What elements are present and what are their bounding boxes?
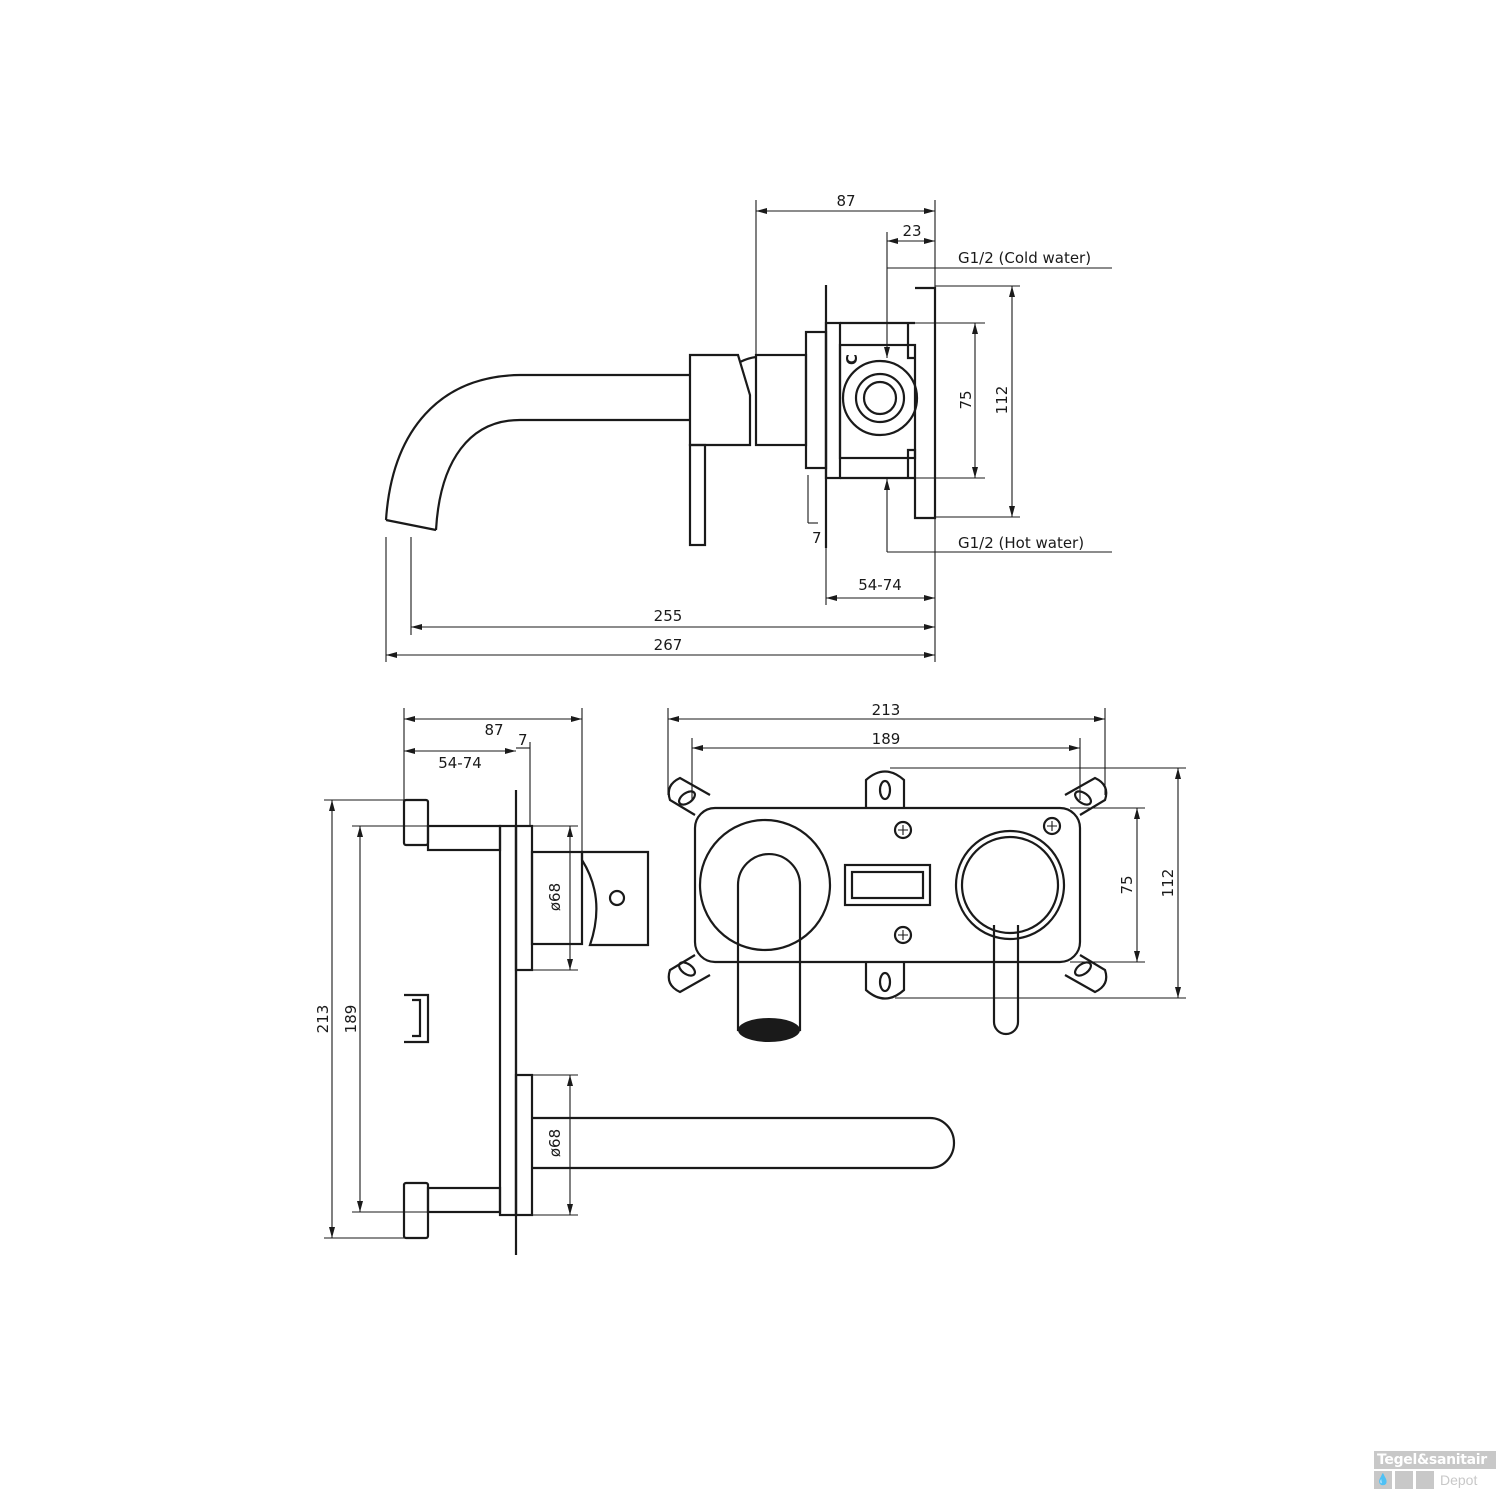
mounting-lugs [667, 770, 1108, 1000]
rosette-diameter-lower: ø68 [546, 1129, 564, 1157]
logo-square [1416, 1471, 1434, 1489]
dim-overall: 267 [654, 636, 683, 654]
plan-dim-overall: 213 [314, 1005, 332, 1034]
dim-depth: 87 [836, 192, 855, 210]
cold-water-label: G1/2 (Cold water) [958, 249, 1091, 267]
dim-wall: 54-74 [858, 576, 902, 594]
front-view: 213 189 75 112 [667, 701, 1186, 1042]
front-dim-height: 112 [1159, 869, 1177, 898]
logo-line2: Depot [1440, 1472, 1478, 1488]
dim-height: 112 [993, 386, 1011, 415]
front-dim-inner-height: 75 [1118, 875, 1136, 894]
hot-water-label: G1/2 (Hot water) [958, 534, 1084, 552]
mounting-plate [693, 806, 1082, 964]
cold-marker: C [843, 354, 861, 365]
rosette-diameter-upper: ø68 [546, 883, 564, 911]
plan-dim-plate: 7 [518, 731, 528, 749]
spout [384, 373, 690, 532]
logo-square [1395, 1471, 1413, 1489]
front-dim-inner-width: 189 [872, 730, 901, 748]
side-view: C 87 23 G1/2 (Cold water) G1/2 (Hot wate… [384, 192, 1112, 662]
plan-dim-wall: 54-74 [438, 754, 482, 772]
screws [893, 816, 1062, 945]
logo-line1: Tegel&sanitair [1374, 1451, 1496, 1469]
brand-logo: Tegel&sanitair 💧 Depot [1374, 1451, 1496, 1489]
side-view-dimensions: 87 23 G1/2 (Cold water) G1/2 (Hot water)… [385, 192, 1112, 662]
plan-dim-depth: 87 [484, 721, 503, 739]
dim-plate: 7 [812, 529, 822, 547]
drop-icon: 💧 [1374, 1471, 1392, 1489]
dim-projection: 255 [654, 607, 683, 625]
plan-view: ø68 ø68 87 7 54-74 213 189 [314, 708, 956, 1255]
dim-inlet-offset: 23 [902, 222, 921, 240]
handle-body [688, 285, 828, 548]
plan-dim-inner: 189 [342, 1005, 360, 1034]
dim-inlet-spacing: 75 [957, 390, 975, 409]
front-dim-width: 213 [872, 701, 901, 719]
